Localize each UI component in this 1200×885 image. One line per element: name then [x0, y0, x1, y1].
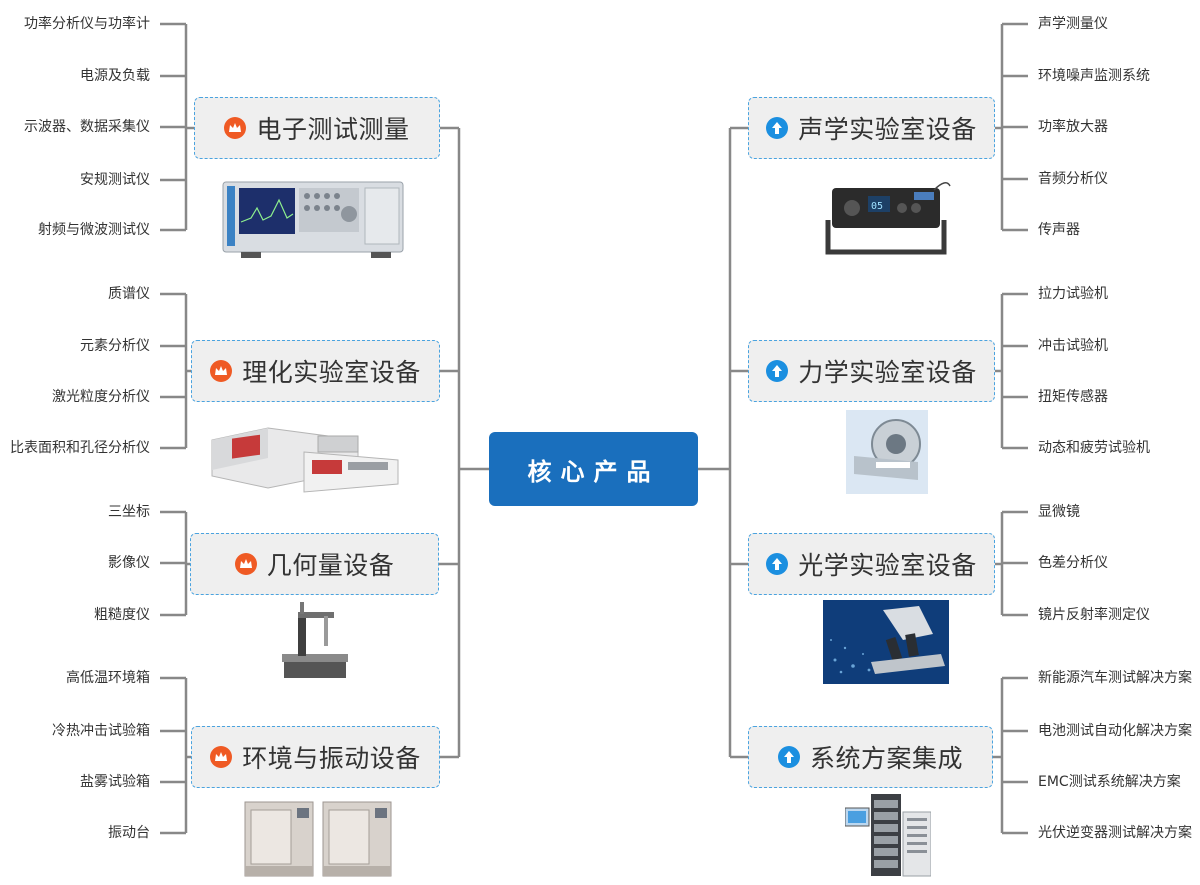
leaf-item[interactable]: 拉力试验机: [1038, 286, 1108, 302]
leaf-item[interactable]: 质谱仪: [108, 286, 150, 302]
leaf-item[interactable]: 冲击试验机: [1038, 338, 1108, 354]
branch-right-1[interactable]: 声学实验室设备: [748, 97, 995, 159]
branch-label: 力学实验室设备: [798, 358, 977, 387]
branch-label: 理化实验室设备: [242, 358, 421, 387]
branch-left-2[interactable]: 理化实验室设备: [191, 340, 440, 402]
signal-analyzer-image: [222, 181, 404, 258]
leaf-item[interactable]: 示波器、数据采集仪: [24, 119, 150, 135]
branch-label: 几何量设备: [266, 551, 395, 580]
central-node[interactable]: 核心产品: [489, 432, 698, 506]
leaf-item[interactable]: 射频与微波测试仪: [38, 222, 150, 238]
branch-left-4[interactable]: 环境与振动设备: [191, 726, 440, 788]
branch-label: 环境与振动设备: [242, 744, 421, 773]
leaf-item[interactable]: 显微镜: [1038, 504, 1080, 520]
leaf-item[interactable]: 安规测试仪: [80, 172, 150, 188]
leaf-item[interactable]: 新能源汽车测试解决方案: [1038, 670, 1192, 686]
arrow-up-icon: [766, 360, 789, 382]
leaf-item[interactable]: 高低温环境箱: [66, 670, 150, 686]
leaf-item[interactable]: EMC测试系统解决方案: [1038, 774, 1181, 790]
branch-label: 系统方案集成: [809, 744, 963, 773]
cmm-machine-image: [282, 602, 348, 678]
microscope-image: [823, 600, 949, 684]
leaf-item[interactable]: 电池测试自动化解决方案: [1038, 723, 1192, 739]
climate-chamber-image: [244, 801, 392, 877]
arrow-up-icon: [766, 117, 789, 139]
arrow-up-icon: [777, 746, 800, 768]
test-system-rack-image: [845, 794, 931, 877]
leaf-item[interactable]: 比表面积和孔径分析仪: [10, 440, 150, 456]
svg-text:05: 05: [871, 201, 883, 212]
crown-icon: [234, 553, 257, 575]
leaf-item[interactable]: 动态和疲劳试验机: [1038, 440, 1150, 456]
leaf-item[interactable]: 功率分析仪与功率计: [24, 16, 150, 32]
crown-icon: [210, 360, 233, 382]
leaf-item[interactable]: 粗糙度仪: [94, 607, 150, 623]
branch-left-1[interactable]: 电子测试测量: [194, 97, 440, 159]
leaf-item[interactable]: 振动台: [108, 825, 150, 841]
branch-right-4[interactable]: 系统方案集成: [748, 726, 993, 788]
leaf-item[interactable]: 电源及负载: [80, 68, 150, 84]
branch-left-3[interactable]: 几何量设备: [190, 533, 439, 595]
branch-label: 电子测试测量: [256, 115, 410, 144]
arrow-up-icon: [766, 553, 789, 575]
crown-icon: [210, 746, 233, 768]
leaf-item[interactable]: 盐雾试验箱: [80, 774, 150, 790]
leaf-item[interactable]: 传声器: [1038, 222, 1080, 238]
particle-analyzer-image: [211, 427, 399, 493]
leaf-item[interactable]: 色差分析仪: [1038, 555, 1108, 571]
central-node-label: 核心产品: [527, 457, 660, 486]
leaf-item[interactable]: 功率放大器: [1038, 119, 1108, 135]
sound-analyzer-image: 05: [825, 182, 951, 255]
leaf-item[interactable]: 声学测量仪: [1038, 16, 1108, 32]
leaf-item[interactable]: 元素分析仪: [80, 338, 150, 354]
leaf-item[interactable]: 激光粒度分析仪: [52, 389, 150, 405]
leaf-item[interactable]: 镜片反射率测定仪: [1038, 607, 1150, 623]
crown-icon: [224, 117, 247, 139]
leaf-item[interactable]: 扭矩传感器: [1038, 389, 1108, 405]
leaf-item[interactable]: 环境噪声监测系统: [1038, 68, 1150, 84]
branch-label: 光学实验室设备: [798, 551, 977, 580]
torque-sensor-image: [846, 410, 928, 494]
branch-label: 声学实验室设备: [798, 115, 977, 144]
branch-right-3[interactable]: 光学实验室设备: [748, 533, 995, 595]
branch-right-2[interactable]: 力学实验室设备: [748, 340, 995, 402]
leaf-item[interactable]: 影像仪: [108, 555, 150, 571]
leaf-item[interactable]: 音频分析仪: [1038, 171, 1108, 187]
leaf-item[interactable]: 冷热冲击试验箱: [52, 723, 150, 739]
leaf-item[interactable]: 三坐标: [108, 504, 150, 520]
leaf-item[interactable]: 光伏逆变器测试解决方案: [1038, 825, 1192, 841]
